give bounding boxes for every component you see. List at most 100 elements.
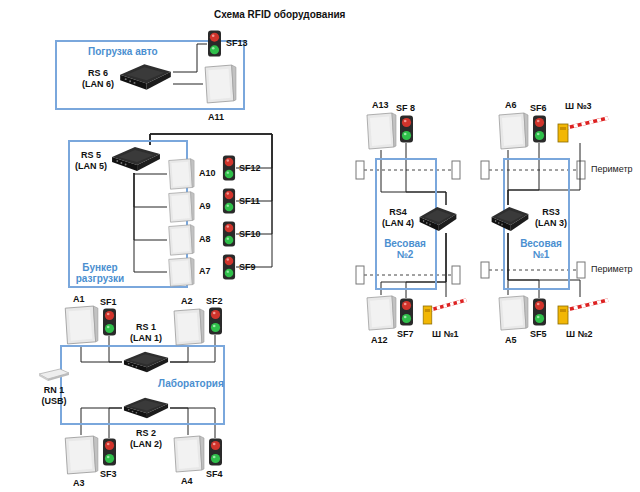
barrier-gate: Ш №1: [418, 297, 468, 325]
traffic-light-icon: [399, 115, 414, 143]
antenna-icon: [365, 295, 397, 331]
traffic-light-icon: [102, 438, 117, 466]
traffic-light-icon: [399, 298, 414, 326]
antenna-icon: [172, 308, 205, 346]
antenna-icon: [172, 435, 205, 473]
device-label: SF13: [226, 38, 248, 49]
rfid-antenna: A5: [497, 295, 529, 331]
rfid-reader: RS4 (LAN 4): [418, 205, 458, 233]
area-heading: Погрузка авто: [88, 46, 158, 57]
antenna-icon: [167, 224, 195, 256]
device-label: A10: [199, 168, 216, 179]
area-box: ЛабораторияRS 1 (LAN 1)RS 2 (LAN 2): [60, 345, 225, 425]
device-label: Ш №1: [432, 329, 459, 340]
wire: [446, 233, 447, 297]
traffic-light: SF7: [399, 298, 414, 326]
device-label: A1: [73, 294, 85, 305]
device-label: A11: [208, 112, 224, 123]
device-label: RS 1 (LAN 1): [126, 322, 166, 344]
traffic-light: SF12: [222, 155, 236, 181]
device-label: SF10: [239, 229, 261, 240]
device-label: A13: [372, 100, 389, 111]
device-label: RS 2 (LAN 2): [126, 428, 166, 450]
rfid-antenna: A6: [497, 112, 529, 150]
rfid-antenna: A4: [172, 435, 205, 473]
device-label: SF 8: [396, 103, 415, 114]
wire: [134, 173, 167, 207]
area-heading: Весовая №2: [378, 238, 432, 260]
reader-icon: [490, 205, 530, 233]
antenna-icon: [63, 305, 99, 345]
rfid-reader: RS 2 (LAN 2): [122, 396, 170, 420]
rfid-antenna: A9: [167, 191, 195, 223]
device-label: RS4 (LAN 4): [380, 207, 416, 229]
wire: [173, 44, 207, 72]
rfid-reader: RS3 (LAN 3): [490, 205, 530, 233]
device-label: SF6: [530, 103, 547, 114]
antenna-icon: [203, 64, 237, 104]
rfid-antenna: A10: [167, 158, 195, 190]
area-box: Бункер разгрузкиRS 5 (LAN 5)A10A9A8A7: [68, 140, 188, 288]
device-label: A8: [199, 234, 211, 245]
wire: [134, 173, 167, 174]
antenna-icon: [63, 435, 99, 475]
rfid-antenna: A13: [365, 112, 397, 150]
wire: [109, 408, 122, 438]
traffic-light: SF10: [222, 221, 236, 247]
rfid-antenna: A8: [167, 224, 195, 256]
traffic-light-icon: [102, 308, 117, 336]
wire: [150, 134, 272, 267]
wire: [109, 336, 122, 362]
device-label: SF1: [100, 297, 117, 308]
area-heading: Весовая №1: [516, 238, 566, 260]
traffic-light-icon: [208, 307, 223, 335]
device-label: SF9: [239, 262, 256, 273]
rfid-antenna: A7: [167, 257, 195, 287]
area-heading: Бункер разгрузки: [74, 262, 126, 284]
device-label: SF4: [206, 469, 223, 480]
rfid-antenna: A3: [63, 435, 99, 475]
traffic-light: SF13: [207, 30, 222, 57]
traffic-light-icon: [222, 155, 236, 181]
traffic-light-icon: [208, 438, 223, 466]
device-label: RS 5 (LAN 5): [72, 150, 110, 172]
area-box: Весовая №1 RS3 (LAN 3): [503, 158, 570, 290]
diagram-title: Схема RFID оборудования: [214, 9, 345, 21]
device-label: SF7: [397, 329, 414, 340]
device-label: SF5: [530, 329, 547, 340]
traffic-light: SF 8: [399, 115, 414, 143]
device-label: A2: [181, 296, 193, 307]
device-label: A5: [505, 335, 517, 346]
device-label: SF12: [239, 163, 261, 174]
traffic-light-icon: [532, 115, 547, 143]
reader-icon: [118, 62, 173, 92]
device-label: RN 1 (USB): [36, 385, 72, 407]
rfid-reader: RS 6 (LAN 6): [118, 62, 173, 92]
traffic-light-icon: [207, 30, 222, 57]
wire: [173, 84, 203, 85]
rfid-reader: RS 1 (LAN 1): [122, 350, 170, 374]
antenna-icon: [365, 112, 397, 150]
perimeter-label: Периметр: [590, 264, 634, 275]
device-label: A4: [181, 476, 193, 487]
barrier-gate: Ш №3: [552, 115, 610, 143]
device-label: RS3 (LAN 3): [534, 207, 568, 229]
wire: [150, 134, 272, 234]
barrier-icon: [418, 297, 468, 325]
rfid-antenna: A12: [365, 295, 397, 331]
rfid-antenna: A11: [203, 64, 237, 104]
reader-icon: [122, 396, 170, 420]
antenna-icon: [167, 257, 195, 287]
traffic-light: SF3: [102, 438, 117, 466]
antenna-icon: [167, 191, 195, 223]
traffic-light: SF5: [532, 298, 547, 326]
barrier-icon: [552, 115, 610, 143]
reader-icon: [110, 145, 162, 173]
wire: [508, 143, 539, 205]
wire: [134, 173, 167, 272]
device-label: A12: [371, 335, 388, 346]
device-label: Ш №3: [565, 101, 592, 112]
wire: [81, 345, 122, 362]
antenna-icon: [497, 112, 529, 150]
